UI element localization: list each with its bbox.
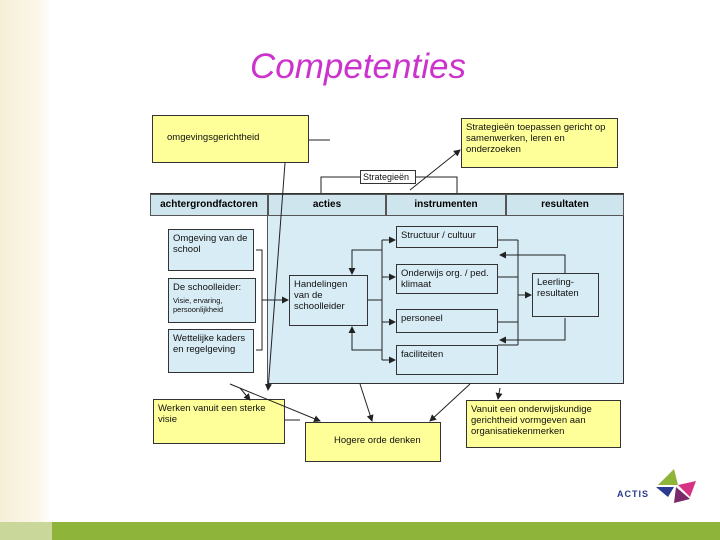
action-box-handelingen: Handelingen van de schoolleider (289, 275, 368, 326)
column-header-resultaten: resultaten (506, 194, 624, 216)
column-header-achtergrondfactoren: achtergrondfactoren (150, 194, 268, 216)
instrument-box-onderwijs: Onderwijs org. / ped. klimaat (396, 264, 498, 294)
bottom-bar-left (0, 522, 52, 540)
logo-shape-purple (674, 487, 690, 503)
column-header-instrumenten: instrumenten (386, 194, 506, 216)
bottom-bar (52, 522, 720, 540)
logo-shape-green (658, 469, 678, 485)
instrument-box-faciliteiten: faciliteiten (396, 345, 498, 375)
bottom-right-box: Vanuit een onderwijskundige gerichtheid … (466, 400, 621, 448)
factor-schoolleider-sub: Visie, ervaring, persoonlijkheid (173, 296, 224, 314)
instrument-box-personeel: personeel (396, 309, 498, 333)
strategy-label: Strategieën (360, 170, 416, 184)
logo-shape-blue (656, 487, 674, 497)
bottom-center-box: Hogere orde denken (305, 422, 441, 462)
result-box-leerlingresultaten: Leerling-resultaten (532, 273, 599, 317)
top-right-box: Strategieën toepassen gericht op samenwe… (461, 118, 618, 168)
slide-title: Competenties (250, 47, 466, 86)
logo-shape-pink (678, 481, 696, 497)
bottom-left-box: Werken vanuit een sterke visie (153, 399, 285, 444)
factor-box-wettelijke: Wettelijke kaders en regelgeving (168, 329, 254, 373)
factor-box-omgeving: Omgeving van de school (168, 229, 254, 271)
factor-box-schoolleider: De schoolleider: Visie, ervaring, persoo… (168, 278, 256, 323)
top-left-box: omgevingsgerichtheid (152, 115, 309, 163)
side-decoration-strip (0, 0, 52, 540)
actis-logo-mark (656, 469, 696, 503)
actis-logo-text: ACTIS (617, 489, 649, 499)
column-header-acties: acties (268, 194, 386, 216)
factor-schoolleider-heading: De schoolleider: (173, 282, 242, 293)
instrument-box-structuur: Structuur / cultuur (396, 226, 498, 248)
